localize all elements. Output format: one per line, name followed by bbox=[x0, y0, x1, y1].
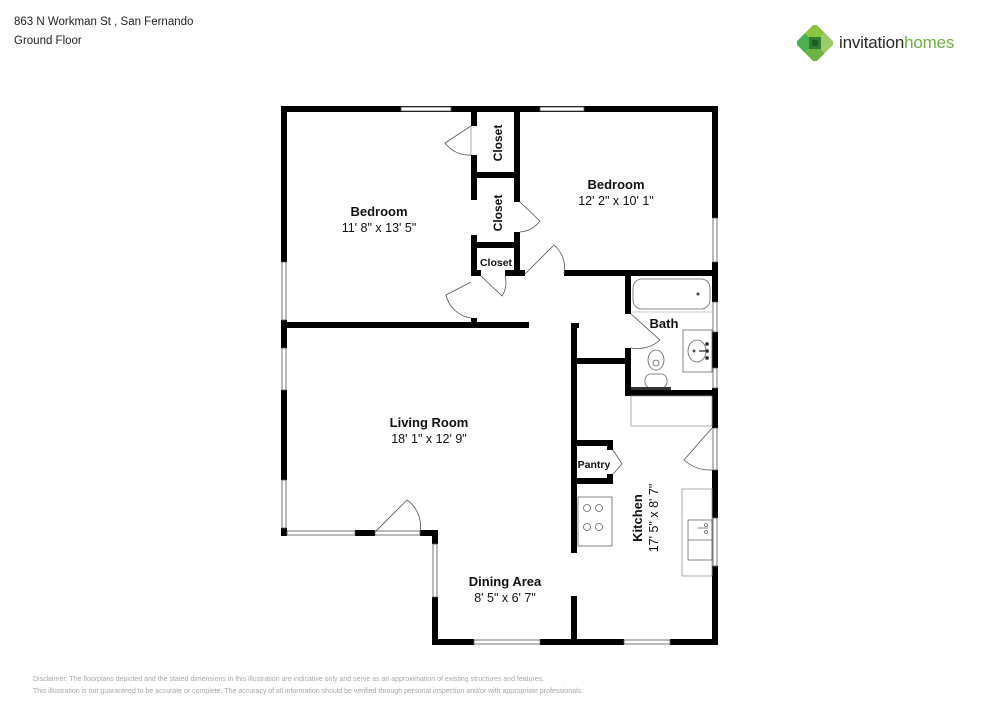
windows bbox=[281, 106, 718, 645]
room-name-pantry: Pantry bbox=[578, 459, 611, 471]
room-name-bedroom-2: Bedroom bbox=[587, 177, 644, 192]
bathtub-icon bbox=[632, 278, 711, 310]
stove-icon bbox=[577, 496, 613, 547]
toilet-icon bbox=[647, 349, 665, 371]
room-dims-kitchen: 17' 5" x 8' 7" bbox=[647, 484, 661, 553]
room-dims-living: 18' 1" x 12' 9" bbox=[391, 432, 467, 446]
clover-logo-icon bbox=[797, 25, 833, 61]
room-name-closet-1: Closet bbox=[491, 125, 505, 162]
fixtures bbox=[577, 278, 713, 577]
interior-walls bbox=[281, 106, 718, 645]
vanity-icon bbox=[682, 329, 713, 373]
room-name-closet-2: Closet bbox=[491, 195, 505, 232]
brand-logo: invitationhomes bbox=[797, 25, 954, 61]
room-dims-bedroom-2: 12' 2" x 10' 1" bbox=[578, 194, 654, 208]
room-name-living: Living Room bbox=[390, 415, 469, 430]
disclaimer-line-2: This illustration is not guaranteed to b… bbox=[33, 688, 584, 695]
disclaimer: Disclaimer: The floorplans depicted and … bbox=[33, 674, 583, 698]
floor-label: Ground Floor bbox=[14, 35, 82, 47]
room-name-closet-3: Closet bbox=[480, 257, 513, 269]
property-header: 863 N Workman St , San Fernando Ground F… bbox=[14, 13, 193, 51]
disclaimer-line-1: Disclaimer: The floorplans depicted and … bbox=[33, 676, 545, 683]
room-name-bath: Bath bbox=[650, 316, 679, 331]
room-dims-dining: 8' 5" x 6' 7" bbox=[474, 591, 536, 605]
room-name-kitchen: Kitchen bbox=[630, 494, 645, 542]
room-dims-bedroom-1: 11' 8" x 13' 5" bbox=[342, 221, 417, 235]
exterior-walls bbox=[281, 106, 718, 645]
brand-name: invitationhomes bbox=[839, 33, 955, 52]
doors bbox=[374, 125, 713, 533]
property-address: 863 N Workman St , San Fernando bbox=[14, 16, 194, 28]
room-name-bedroom-1: Bedroom bbox=[350, 204, 407, 219]
room-name-dining: Dining Area bbox=[469, 574, 542, 589]
